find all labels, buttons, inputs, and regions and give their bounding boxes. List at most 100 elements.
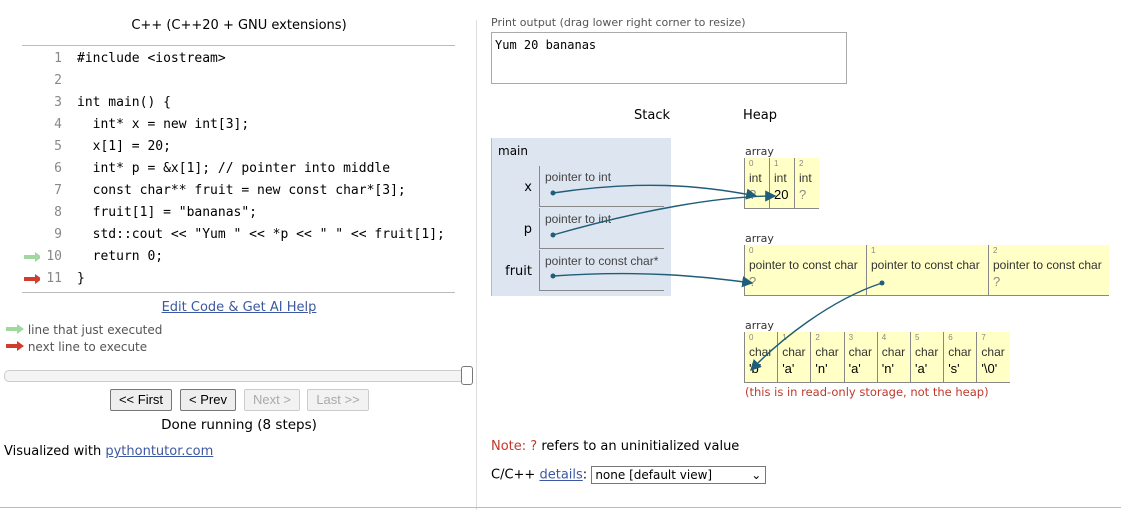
cell-value: ?	[799, 187, 807, 202]
readonly-note: (this is in read-only storage, not the h…	[745, 385, 989, 399]
line-number: 11	[46, 271, 62, 286]
edit-code-link[interactable]: Edit Code & Get AI Help	[161, 300, 317, 315]
frame-name: main	[498, 144, 528, 158]
red-arrow-icon	[6, 341, 24, 351]
cell-index: 2	[799, 159, 804, 168]
legend-executed-text: line that just executed	[27, 323, 163, 337]
var-type: pointer to const char*	[545, 254, 659, 268]
code-line: 5 x[1] = 20;	[22, 136, 455, 158]
divider	[476, 20, 477, 510]
cell-type: int	[749, 171, 762, 185]
line-number: 6	[54, 161, 62, 176]
line-number: 3	[54, 95, 62, 110]
slider-handle[interactable]	[461, 366, 473, 385]
next-line-arrow-icon	[24, 274, 40, 284]
view-select-value: none [default view]	[595, 468, 713, 482]
legend-next: next line to execute	[6, 340, 147, 354]
cell-value: 'n'	[815, 361, 828, 376]
cell-type: char	[948, 345, 972, 359]
next-button[interactable]: Next >	[244, 389, 300, 411]
cell-value: 'a'	[915, 361, 928, 376]
cell-index: 1	[774, 159, 779, 168]
prev-button[interactable]: < Prev	[180, 389, 236, 411]
var-value-p: pointer to int	[539, 208, 664, 249]
code-line: 8 fruit[1] = "bananas";	[22, 202, 455, 224]
cell-value: 'a'	[782, 361, 795, 376]
line-number: 4	[54, 117, 62, 132]
code-text: const char** fruit = new const char*[3];	[77, 183, 406, 198]
code-text: }	[77, 271, 85, 286]
code-line: 11}	[22, 268, 455, 290]
first-button[interactable]: << First	[110, 389, 172, 411]
cell-type: char	[815, 345, 839, 359]
cell-type: char	[848, 345, 872, 359]
legend-executed: line that just executed	[6, 323, 162, 337]
array-label: array	[745, 145, 774, 158]
line-number: 2	[54, 73, 62, 88]
cell-index: 7	[981, 333, 986, 342]
edit-link-row: Edit Code & Get AI Help	[0, 300, 478, 315]
cell-type: pointer to const char	[749, 258, 858, 272]
var-value-fruit: pointer to const char*	[539, 250, 664, 291]
var-type: pointer to int	[545, 212, 612, 226]
cell-index: 4	[881, 333, 887, 342]
step-slider[interactable]	[4, 366, 473, 385]
line-number: 7	[54, 183, 62, 198]
stack-title: Stack	[634, 108, 670, 123]
code-text: fruit[1] = "bananas";	[77, 205, 258, 220]
pythontutor-link[interactable]: pythontutor.com	[105, 444, 214, 459]
cell-value: 'a'	[848, 361, 861, 376]
cell-type: char	[981, 345, 1005, 359]
var-name-x: x	[524, 180, 532, 195]
code-line: 10 return 0;	[22, 246, 455, 268]
code-line: 7 const char** fruit = new const char*[3…	[22, 180, 455, 202]
var-name-p: p	[523, 222, 532, 237]
note: Note: ? refers to an uninitialized value	[491, 439, 739, 454]
arrow-x	[552, 184, 758, 200]
cell-index: 6	[948, 333, 953, 342]
cell-index: 2	[815, 333, 820, 342]
arrow-fruit	[552, 272, 754, 288]
cell-index: 1	[782, 333, 787, 342]
line-number: 8	[54, 205, 62, 220]
line-number: 9	[54, 227, 62, 242]
array-cell: 2 int?	[794, 158, 820, 208]
output-label: Print output (drag lower right corner to…	[491, 16, 746, 29]
line-number: 10	[46, 249, 62, 264]
cell-value: '\0'	[981, 361, 998, 376]
cell-type: int	[799, 171, 812, 185]
print-output[interactable]: Yum 20 bananas	[491, 32, 847, 84]
bottom-rule	[0, 507, 1121, 508]
cell-index: 0	[749, 246, 754, 255]
details-link[interactable]: details	[539, 467, 583, 483]
chevron-down-icon: ⌄	[751, 468, 762, 482]
code-text: #include <iostream>	[77, 51, 226, 66]
footer: Visualized with pythontutor.com	[4, 444, 213, 459]
arrow-p	[552, 190, 777, 236]
options-label: C/C++	[491, 467, 536, 483]
note-q: ?	[530, 439, 538, 454]
var-name-fruit: fruit	[505, 264, 532, 279]
cell-index: 3	[848, 333, 854, 342]
heap-title: Heap	[743, 108, 777, 123]
cell-index: 0	[749, 333, 754, 342]
cell-value: 'n'	[881, 361, 894, 376]
array-label: array	[745, 319, 774, 332]
cell-value: ?	[993, 274, 1001, 289]
last-button[interactable]: Last >>	[307, 389, 369, 411]
options-row: C/C++ details: none [default view] ⌄	[491, 466, 767, 484]
colon: :	[582, 467, 588, 483]
view-select[interactable]: none [default view] ⌄	[591, 466, 767, 484]
status-text: Done running (8 steps)	[161, 417, 317, 433]
code-line: 1#include <iostream>	[22, 48, 455, 70]
code-text: int main() {	[77, 95, 171, 110]
